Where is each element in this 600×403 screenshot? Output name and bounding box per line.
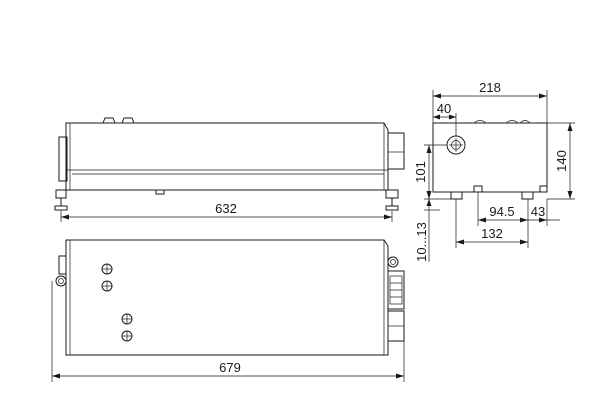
end-view-dimension-lines	[424, 90, 575, 262]
top-view	[55, 239, 405, 356]
dim-foot-adjust: 10...13	[414, 222, 429, 262]
dim-end-offset: 40	[437, 101, 451, 116]
screw-icon	[121, 330, 133, 342]
dim-top-length-lines	[51, 281, 405, 382]
end-view	[432, 120, 548, 200]
dim-end-height: 140	[554, 150, 569, 172]
dim-side-length: 632	[215, 201, 237, 216]
screw-icon	[101, 280, 113, 292]
dim-foot-spacing-c: 132	[481, 226, 503, 241]
dim-foot-spacing-b: 43	[531, 204, 545, 219]
dim-top-length: 679	[219, 360, 241, 375]
dim-end-width: 218	[479, 80, 501, 95]
dim-foot-spacing-a: 94.5	[489, 204, 514, 219]
side-view	[54, 117, 405, 222]
dim-hole-height: 101	[413, 161, 428, 183]
screw-icon	[121, 313, 133, 325]
screw-icon	[101, 263, 113, 275]
